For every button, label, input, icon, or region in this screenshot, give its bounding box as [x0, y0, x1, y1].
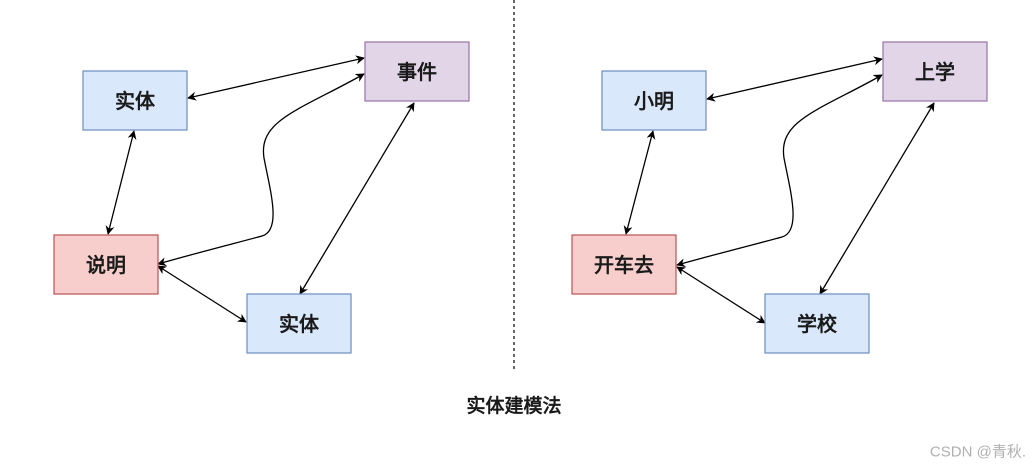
edge-kaichequ-shangxue [676, 74, 883, 268]
edge-entity-description [105, 130, 137, 235]
node-event-label: 事件 [397, 60, 437, 84]
node-xuexiao: 学校 [764, 293, 870, 354]
node-entity-top-label: 实体 [115, 89, 156, 113]
edge-shangxue-xuexiao [819, 102, 935, 295]
node-shangxue-label: 上学 [915, 60, 955, 84]
edge-event-entity-bottom [299, 102, 415, 295]
node-xiaoming: 小明 [601, 70, 707, 131]
node-kaichequ: 开车去 [571, 234, 677, 295]
edge-description-event [157, 73, 365, 267]
right-diagram: 小明 上学 开车去 学校 [571, 41, 988, 354]
edge-description-entity-bottom [157, 265, 247, 323]
node-shangxue: 上学 [882, 41, 988, 102]
left-diagram: 实体 事件 说明 实体 [53, 41, 470, 354]
node-description-label: 说明 [86, 253, 126, 277]
edge-kaichequ-xuexiao [676, 266, 766, 324]
node-description: 说明 [53, 234, 159, 295]
node-entity-bottom: 实体 [246, 293, 352, 354]
watermark: CSDN @青秋. [930, 444, 1026, 461]
node-entity-top: 实体 [82, 70, 188, 131]
edge-xiaoming-shangxue [706, 56, 883, 102]
node-event: 事件 [364, 41, 470, 102]
node-xiaoming-label: 小明 [634, 89, 674, 113]
node-kaichequ-label: 开车去 [594, 253, 654, 277]
diagram-caption: 实体建模法 [466, 394, 561, 417]
edge-xiaoming-kaichequ [623, 130, 656, 235]
edge-entity-event [187, 55, 365, 101]
node-xuexiao-label: 学校 [797, 312, 838, 336]
node-entity-bottom-label: 实体 [279, 312, 320, 336]
